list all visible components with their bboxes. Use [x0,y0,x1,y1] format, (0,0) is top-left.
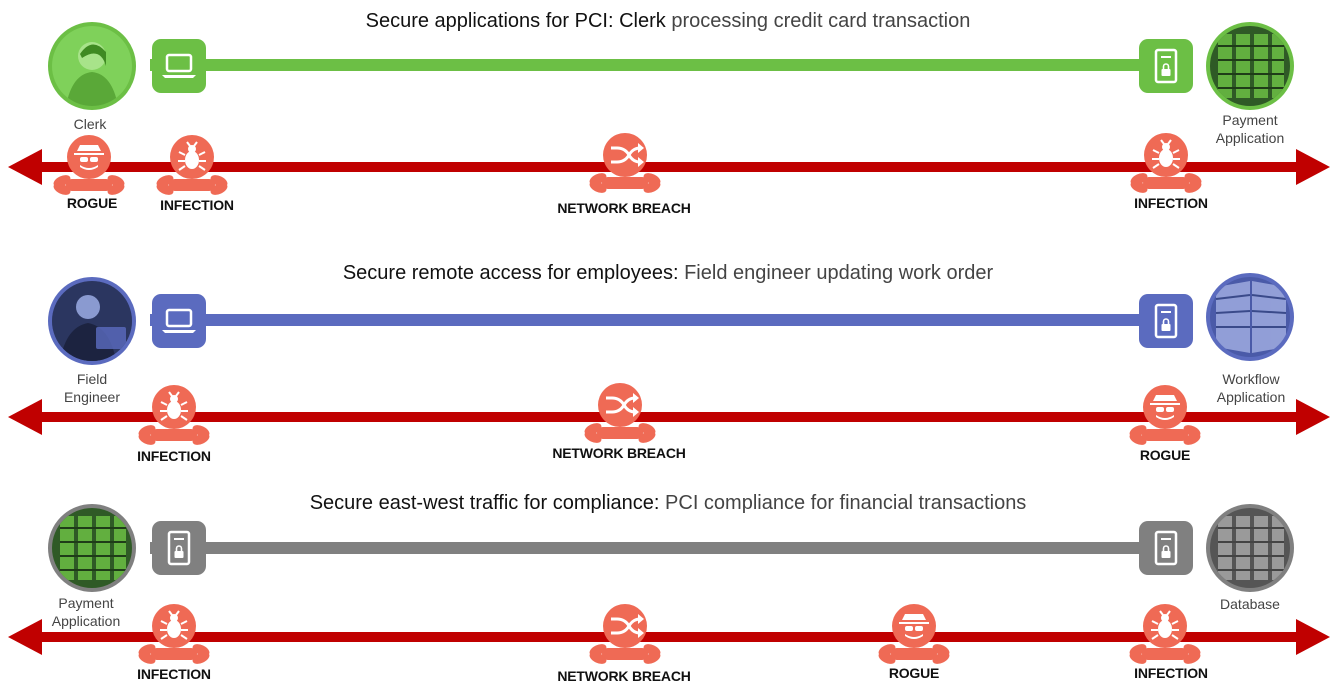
label-line1: Workflow [1222,371,1280,387]
threat-label: NETWORK BREACH [557,668,691,684]
threat-label: NETWORK BREACH [557,200,691,216]
label-line1: Payment [1222,112,1278,128]
workflow-application-avatar [1206,273,1294,361]
label-line1: Clerk [73,116,107,132]
threat-label: INFECTION [1134,665,1208,681]
threat-label: NETWORK BREACH [552,445,686,461]
server-lock-icon [1154,530,1178,566]
server-lock-icon [1154,303,1178,339]
payment-application-avatar [48,504,136,592]
section-title-rest: Field engineer updating work order [684,262,994,284]
left-endpoint-label: Payment Application [26,594,146,630]
connection-line [150,542,1190,554]
right-endpoint-label: Payment Application [1190,111,1310,147]
shuffle-breach-icon [589,604,661,664]
threat-label: ROGUE [66,195,118,211]
server-device [152,521,206,575]
label-line2: Application [1215,130,1285,146]
section-title: Secure east-west traffic for compliance:… [0,492,1336,515]
section-remote-access: Secure remote access for employees: Fiel… [0,0,1336,464]
rogue-icon [878,604,950,664]
payment-application-avatar [1206,22,1294,110]
network-breach-threat [580,131,670,195]
threat-arrow [8,149,1330,185]
right-endpoint-label: Workflow Application [1191,370,1311,406]
label-line1: Payment [58,595,114,611]
threat-label: INFECTION [160,197,234,213]
left-endpoint-label: Field Engineer [32,370,152,406]
section-title-bold: Secure remote access for employees: [342,262,679,284]
section-title-bold: Secure applications for PCI: Clerk [365,10,666,32]
infection-threat [147,133,237,197]
infection-threat [1120,602,1210,666]
network-breach-threat [575,381,665,445]
infection-threat [129,383,219,447]
server-lock-icon [167,530,191,566]
bug-infection-icon [1129,604,1201,664]
threat-label: INFECTION [137,448,211,464]
threat-label: INFECTION [1134,195,1208,211]
bug-infection-icon [138,604,210,664]
section-title-bold: Secure east-west traffic for compliance: [309,492,660,514]
field-engineer-avatar [48,277,136,365]
rogue-threat [44,133,134,197]
connection-line [150,314,1190,326]
label-line2: Engineer [63,389,121,405]
bug-infection-icon [156,135,228,195]
bug-infection-icon [1130,133,1202,193]
section-title: Secure applications for PCI: Clerk proce… [0,10,1336,33]
rogue-threat [869,602,959,666]
section-title-rest: PCI compliance for financial transaction… [665,492,1027,514]
laptop-icon [162,53,196,78]
bug-infection-icon [138,385,210,445]
database-avatar [1206,504,1294,592]
infection-threat [1121,131,1211,195]
right-endpoint-label: Database [1190,595,1310,613]
laptop-device [152,39,206,93]
label-line2: Application [1216,389,1286,405]
network-breach-threat [580,602,670,666]
left-endpoint-label: Clerk [30,115,150,133]
laptop-device [152,294,206,348]
connection-line [150,59,1190,71]
section-pci-clerk: Secure applications for PCI: Clerk proce… [0,0,1336,230]
clerk-avatar [48,22,136,110]
rogue-threat [1120,383,1210,447]
infection-threat [129,602,219,666]
threat-label: INFECTION [137,666,211,682]
threat-arrow [8,399,1330,435]
section-title-rest: processing credit card transaction [671,10,971,32]
server-device [1139,39,1193,93]
server-device [1139,521,1193,575]
shuffle-breach-icon [589,133,661,193]
label-line2: Application [51,613,121,629]
threat-label: ROGUE [1139,447,1191,463]
shuffle-breach-icon [584,383,656,443]
server-device [1139,294,1193,348]
rogue-icon [53,135,125,195]
label-line1: Field [76,371,108,387]
server-lock-icon [1154,48,1178,84]
rogue-icon [1129,385,1201,445]
laptop-icon [162,308,196,333]
section-title: Secure remote access for employees: Fiel… [0,262,1336,285]
threat-label: ROGUE [888,665,940,681]
label-line1: Database [1220,596,1280,612]
threat-arrow [8,619,1330,655]
